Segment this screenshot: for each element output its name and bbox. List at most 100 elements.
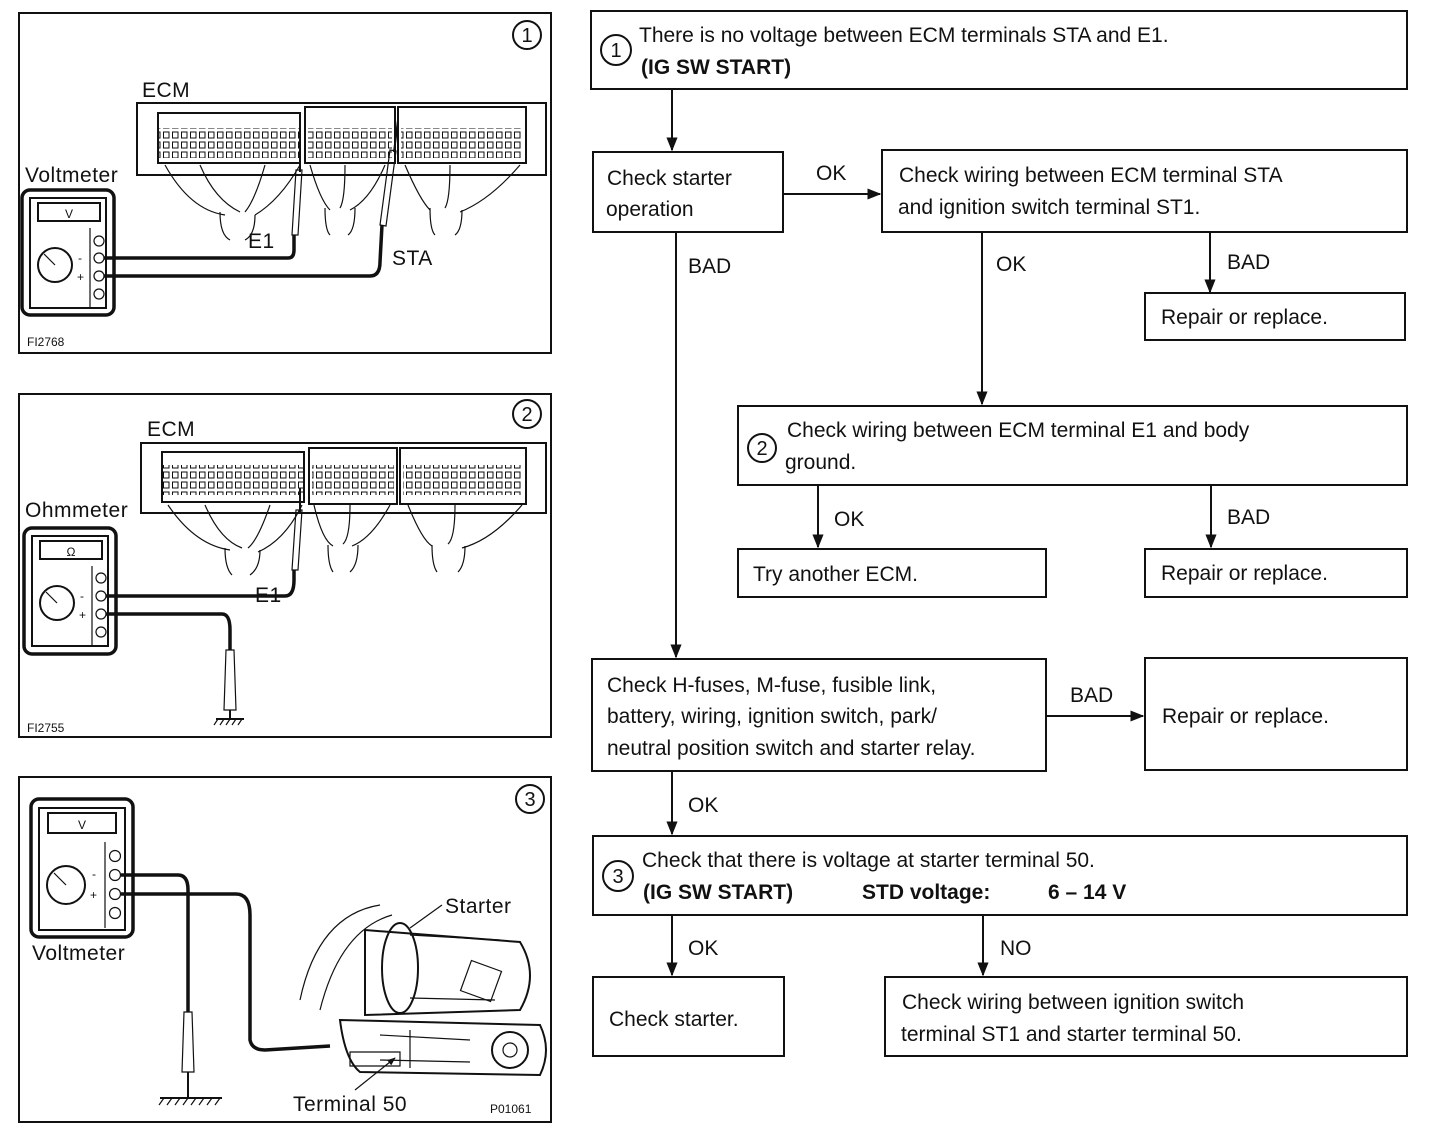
ohmmeter: Ω - + bbox=[22, 526, 118, 656]
panel-3-starter-label: Starter bbox=[445, 895, 512, 918]
svg-text:3: 3 bbox=[612, 866, 623, 888]
panel-1-marker: 1 bbox=[512, 20, 542, 50]
voltmeter-symbol: V bbox=[65, 207, 73, 221]
panel-2-ohmmeter-label: Ohmmeter bbox=[25, 499, 128, 522]
svg-text:(IG SW START): (IG SW START) bbox=[641, 56, 791, 79]
repair-box-1: Repair or replace. bbox=[1144, 292, 1406, 341]
svg-text:terminal ST1 and starter termi: terminal ST1 and starter terminal 50. bbox=[901, 1023, 1242, 1046]
svg-text:Check H-fuses, M-fuse, fusible: Check H-fuses, M-fuse, fusible link, bbox=[607, 674, 936, 697]
svg-text:Check starter: Check starter bbox=[607, 167, 732, 190]
try-another-ecm-box: Try another ECM. bbox=[737, 548, 1047, 598]
sta-lead bbox=[104, 224, 384, 278]
panel-1-sta-label: STA bbox=[392, 247, 433, 270]
edge-bad-sta-wiring: BAD bbox=[1227, 251, 1270, 274]
svg-text:+: + bbox=[77, 270, 84, 284]
troubleshooting-flowchart: OK BAD OK BAD OK BAD BAD OK OK NO 1 Ther… bbox=[590, 10, 1408, 1057]
ground-probe bbox=[213, 649, 244, 726]
panel-3-terminal-label: Terminal 50 bbox=[293, 1093, 407, 1116]
repair-box-2: Repair or replace. bbox=[1144, 548, 1408, 598]
svg-text:and ignition switch terminal S: and ignition switch terminal ST1. bbox=[898, 196, 1200, 219]
starter-motor bbox=[299, 904, 547, 1077]
svg-text:1: 1 bbox=[610, 40, 621, 62]
panel-3-starter-terminal-50: 3 V - + Voltmeter bbox=[18, 776, 552, 1123]
sta-wiring-box: Check wiring between ECM terminal STA an… bbox=[881, 149, 1408, 233]
ohmmeter-symbol: Ω bbox=[67, 545, 76, 559]
step-2-marker bbox=[747, 433, 777, 463]
step-2-box: 2 Check wiring between ECM terminal E1 a… bbox=[737, 405, 1408, 486]
svg-text:Check starter.: Check starter. bbox=[609, 1008, 739, 1031]
svg-text:Repair or replace.: Repair or replace. bbox=[1161, 562, 1328, 585]
svg-text:operation: operation bbox=[606, 198, 694, 221]
svg-text:Check wiring between ECM termi: Check wiring between ECM terminal STA bbox=[899, 164, 1283, 187]
svg-text:6 – 14 V: 6 – 14 V bbox=[1048, 881, 1126, 904]
svg-text:Check wiring between ECM termi: Check wiring between ECM terminal E1 and… bbox=[787, 419, 1250, 442]
svg-text:+: + bbox=[90, 888, 97, 902]
ground-lead bbox=[121, 873, 190, 1012]
svg-text:(IG SW START): (IG SW START) bbox=[643, 881, 793, 904]
terminal-50-leader bbox=[354, 1057, 396, 1091]
edge-ok-starter-works: OK bbox=[816, 162, 846, 185]
fuses-check-box: Check H-fuses, M-fuse, fusible link, bat… bbox=[591, 658, 1047, 772]
ecm-connector bbox=[140, 442, 547, 576]
sta-probe bbox=[379, 119, 399, 227]
ground-lead bbox=[106, 612, 232, 650]
edge-ok-fuses: OK bbox=[688, 794, 718, 817]
step-3-box: 3 Check that there is voltage at starter… bbox=[592, 835, 1408, 916]
ecm-connector bbox=[136, 102, 547, 241]
panel-1-frame bbox=[18, 12, 552, 354]
svg-text:Repair or replace.: Repair or replace. bbox=[1161, 306, 1328, 329]
svg-text:3: 3 bbox=[524, 789, 535, 811]
panel-3-frame bbox=[18, 776, 552, 1123]
panel-3-code: P01061 bbox=[490, 1102, 532, 1116]
svg-text:ground.: ground. bbox=[785, 451, 856, 474]
edge-bad-fuses: BAD bbox=[1070, 684, 1113, 707]
terminal-50-lead bbox=[121, 892, 331, 1052]
svg-text:1: 1 bbox=[521, 25, 532, 47]
svg-text:-: - bbox=[80, 589, 84, 603]
svg-text:Check wiring between ignition: Check wiring between ignition switch bbox=[902, 991, 1244, 1014]
svg-text:There is no voltage between EC: There is no voltage between ECM terminal… bbox=[639, 24, 1169, 47]
e1-probe bbox=[291, 150, 303, 236]
edge-ok-terminal-50: OK bbox=[688, 937, 718, 960]
e1-lead bbox=[106, 570, 296, 598]
panel-1-code: FI2768 bbox=[27, 335, 65, 349]
check-starter-box: Check starter. bbox=[592, 976, 785, 1057]
svg-text:neutral position switch and st: neutral position switch and starter rela… bbox=[607, 737, 975, 760]
repair-box-3: Repair or replace. bbox=[1144, 657, 1408, 771]
edge-no-terminal-50: NO bbox=[1000, 937, 1032, 960]
starter-operation-box: Check starter operation bbox=[592, 151, 784, 233]
panel-1-ecm-label: ECM bbox=[142, 79, 190, 102]
e1-probe bbox=[291, 488, 303, 571]
svg-text:-: - bbox=[92, 867, 96, 881]
step-3-marker bbox=[602, 860, 634, 892]
st1-wiring-box: Check wiring between ignition switch ter… bbox=[884, 976, 1408, 1057]
panel-1-voltage-sta-e1: 1 ECM E1 STA Vo bbox=[18, 12, 552, 354]
voltmeter-symbol: V bbox=[78, 818, 86, 832]
edge-bad-e1-ground: BAD bbox=[1227, 506, 1270, 529]
step-1-box: 1 There is no voltage between ECM termin… bbox=[590, 10, 1408, 90]
edge-ok-e1-ground: OK bbox=[834, 508, 864, 531]
svg-text:Try another ECM.: Try another ECM. bbox=[753, 563, 918, 586]
edge-bad-starter: BAD bbox=[688, 255, 731, 278]
svg-text:Repair or replace.: Repair or replace. bbox=[1162, 705, 1329, 728]
panel-1-e1-label: E1 bbox=[248, 230, 275, 253]
voltmeter: V - + bbox=[20, 188, 116, 317]
ground-probe bbox=[158, 1011, 222, 1106]
svg-text:STD voltage:: STD voltage: bbox=[862, 881, 990, 904]
panel-2-code: FI2755 bbox=[27, 721, 65, 735]
svg-text:Check that there is voltage at: Check that there is voltage at starter t… bbox=[642, 849, 1095, 872]
svg-text:battery, wiring, ignition swit: battery, wiring, ignition switch, park/ bbox=[607, 705, 937, 728]
voltmeter: V - + bbox=[29, 797, 135, 939]
panel-1-voltmeter-label: Voltmeter bbox=[25, 164, 118, 187]
starter-leader bbox=[409, 904, 443, 929]
e1-lead bbox=[104, 235, 296, 260]
panel-2-frame bbox=[18, 393, 552, 738]
svg-text:-: - bbox=[78, 251, 82, 265]
svg-text:2: 2 bbox=[521, 404, 532, 426]
panel-3-marker: 3 bbox=[515, 784, 545, 814]
panel-2-marker: 2 bbox=[512, 399, 542, 429]
panel-2-resistance-e1-ground: 2 ECM E1 Ohmmeter Ω bbox=[18, 393, 552, 738]
panel-2-ecm-label: ECM bbox=[147, 418, 195, 441]
step-1-marker bbox=[600, 34, 632, 66]
